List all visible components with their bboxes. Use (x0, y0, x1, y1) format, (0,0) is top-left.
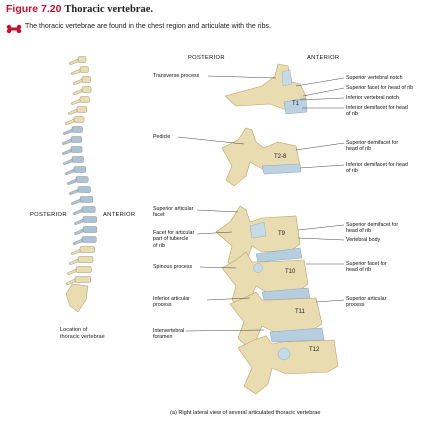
spine-vertebra (75, 266, 92, 273)
intervertebral-disc (255, 247, 303, 263)
callout-superior-facet-head-rib-t1: Superior facet for head of rib (346, 85, 414, 91)
spine-spinous-process (70, 98, 81, 106)
spine-location-label: Location of thoracic vertebrae (60, 327, 105, 340)
articulated-vertebrae (177, 63, 345, 395)
sacrum (65, 283, 89, 313)
spine-spinous-process (68, 258, 79, 266)
detail-anterior-label: ANTERIOR (307, 55, 340, 61)
vertebra-label-t12: T12 (309, 347, 320, 353)
spine-spinous-process (72, 238, 83, 246)
spine-spinous-process (61, 148, 72, 156)
spine-vertebra (77, 256, 94, 263)
spine-spinous-process (70, 248, 81, 256)
spine-vertebra (81, 206, 96, 213)
spine-vertebra (70, 146, 83, 153)
spine-vertebra (77, 186, 91, 193)
spine-spinous-process (72, 208, 83, 216)
spine-spinous-process (65, 278, 76, 286)
callout-spinous-process: Spinous process (153, 264, 193, 270)
spine-spinous-process (66, 268, 77, 276)
spine-spinous-process (62, 128, 73, 136)
spine-column (61, 56, 98, 313)
spine-vertebra (82, 226, 98, 233)
vertebra-t12 (237, 335, 339, 395)
spine-posterior-label: POSTERIOR (30, 212, 67, 218)
spine-vertebra (73, 116, 85, 123)
figure-number: Figure 7.20 (6, 3, 62, 15)
spine-anterior-label: ANTERIOR (103, 212, 136, 218)
intro-text: The thoracic vertebrae are found in the … (25, 23, 271, 30)
spine-vertebra (70, 136, 83, 143)
figure-title: Figure 7.20 Thoracic vertebrae. (6, 3, 153, 15)
spine-vertebra (81, 236, 97, 243)
spine-vertebra (71, 126, 83, 133)
spine-vertebra (76, 106, 87, 113)
spine-vertebra (82, 216, 97, 223)
vertebra-label-t1: T1 (292, 101, 300, 107)
spine-spinous-process (66, 178, 77, 186)
spine-vertebra (81, 76, 91, 83)
vertebra-t2-8 (221, 127, 302, 187)
figure-description: Thoracic vertebrae. (64, 4, 154, 15)
spine-vertebra (79, 196, 94, 203)
bone-icon (6, 24, 22, 34)
spine-vertebra (74, 276, 91, 283)
spine-vertebra (79, 66, 89, 73)
spine-spinous-process (67, 108, 78, 116)
spine-spinous-process (61, 138, 72, 146)
figure-caption: (a) Right lateral view of several articu… (170, 410, 321, 416)
spine-spinous-process (72, 78, 83, 86)
detail-posterior-label: POSTERIOR (188, 55, 225, 61)
spine-spinous-process (72, 88, 83, 96)
spine-vertebra (79, 96, 90, 103)
spine-spinous-process (64, 118, 75, 126)
callout-transverse-process: Transverse process (153, 73, 200, 79)
callout-superior-vertebral-notch: Superior vertebral notch (346, 75, 403, 81)
spine-spinous-process (70, 68, 81, 76)
spine-vertebra (79, 246, 95, 253)
spine-vertebra (75, 176, 89, 183)
spine-spinous-process (73, 218, 84, 226)
spine-spinous-process (62, 158, 73, 166)
vertebra-label-t2-8: T2-8 (274, 154, 287, 160)
vertebra-label-t9: T9 (278, 231, 286, 237)
intervertebral-disc (269, 327, 325, 343)
spine-spinous-process (70, 198, 81, 206)
callout-vertebral-body: Vertebral body (346, 237, 381, 243)
spine-spinous-process (64, 168, 75, 176)
callout-inferior-vertebral-notch: Inferior vertebral notch (346, 95, 399, 101)
spine-vertebra (81, 86, 92, 93)
spine-spinous-process (68, 58, 79, 66)
vertebra-label-t10: T10 (285, 269, 296, 275)
vertebra-label-t11: T11 (295, 309, 305, 315)
spine-vertebra (73, 166, 87, 173)
spine-spinous-process (68, 188, 79, 196)
spine-vertebra (71, 156, 84, 163)
vertebra-t1 (224, 63, 308, 115)
callout-pedicle: Pedicle (153, 134, 171, 140)
spine-vertebra (77, 56, 87, 63)
spine-spinous-process (73, 228, 84, 236)
vertebra-t9 (215, 205, 301, 271)
